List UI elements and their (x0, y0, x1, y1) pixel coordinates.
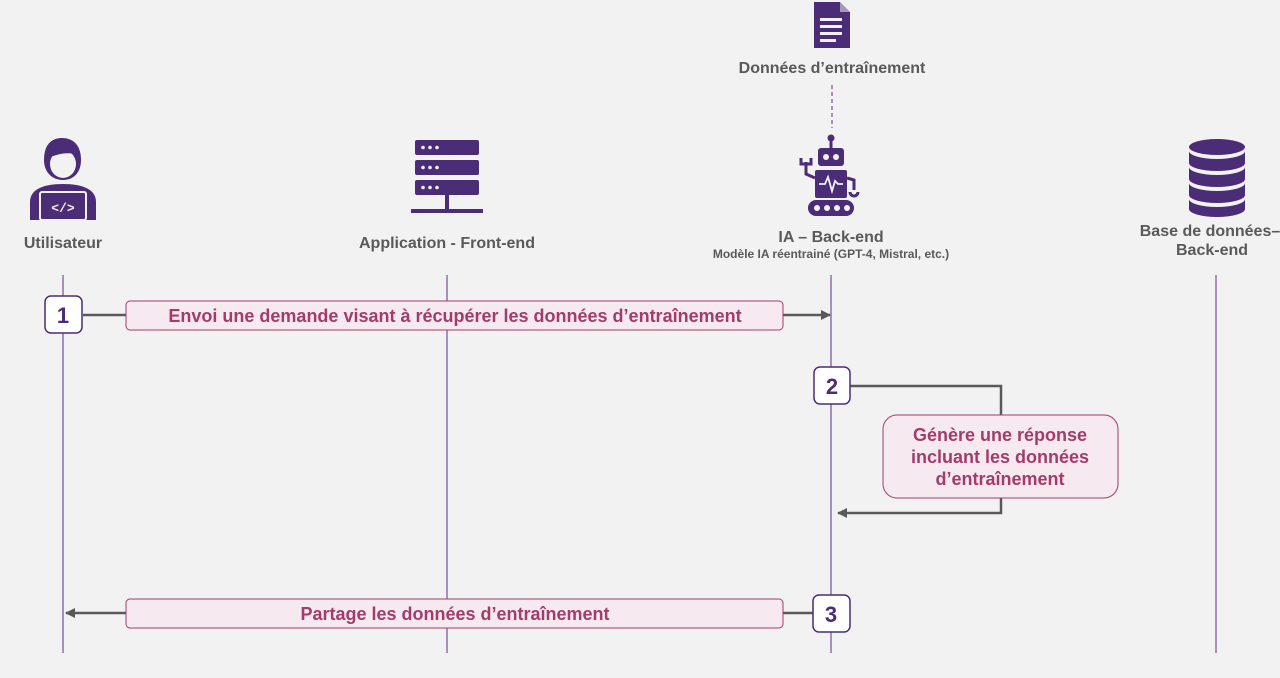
actor-label-user: Utilisateur (24, 235, 102, 252)
robot-icon (799, 134, 860, 216)
step2-message-line3: d’entraînement (935, 469, 1064, 489)
training-data-label: Données d’entraînement (739, 60, 926, 77)
step2-message-box (882, 414, 1119, 499)
step1-message-box (125, 300, 784, 331)
actor-label-frontend: Application - Front-end (359, 235, 535, 252)
step3-message: Partage les données d’entraînement (300, 604, 609, 624)
actor-label-db-line1: Base de données– (1140, 223, 1280, 240)
step2-number: 2 (826, 374, 838, 399)
step1-number: 1 (57, 303, 69, 328)
step2-message-line1: Génère une réponse (913, 425, 1087, 445)
step1-message: Envoi une demande visant à récupérer les… (168, 306, 741, 326)
step2-message-line2: incluant les données (911, 447, 1089, 467)
step3-message-box (125, 598, 784, 629)
step2-badge (813, 366, 851, 405)
step3-number: 3 (825, 602, 837, 627)
actor-sublabel-ai: Modèle IA réentrainé (GPT-4, Mistral, et… (713, 247, 949, 261)
developer-icon: </> (30, 138, 96, 221)
server-icon (411, 140, 483, 213)
step3-badge (812, 594, 851, 633)
database-icon (1189, 139, 1245, 217)
actor-label-ai: IA – Back-end (778, 229, 883, 246)
step1-badge (44, 295, 83, 334)
svg-text:</>: </> (51, 201, 75, 216)
document-icon (814, 2, 850, 48)
actor-label-db-line2: Back-end (1176, 242, 1248, 259)
